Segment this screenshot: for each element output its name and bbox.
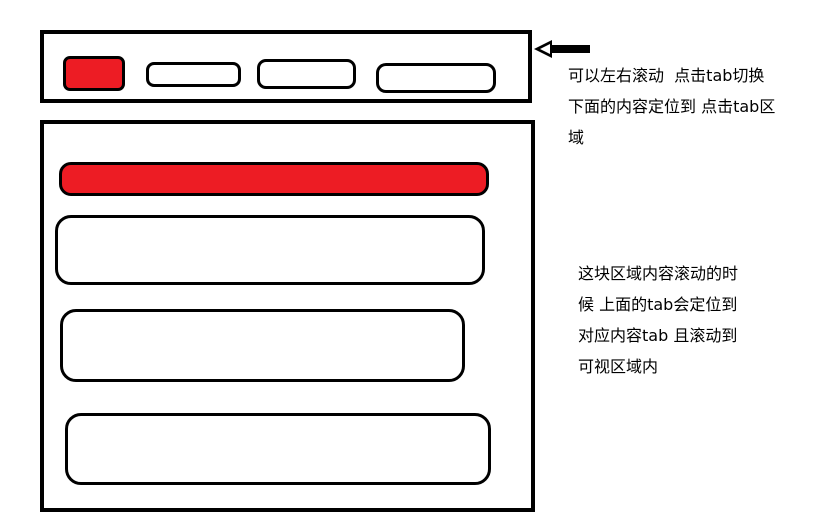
tab-annotation: 可以左右滚动 点击tab切换 下面的内容定位到 点击tab区 域 [568,60,775,153]
tab-bar[interactable] [40,30,532,103]
tab-note-line-3: 域 [568,128,585,147]
content-note-line-1: 这块区域内容滚动的时 [578,264,739,283]
tab-item-4[interactable] [376,63,496,93]
content-area[interactable] [40,120,535,512]
content-item-3[interactable] [60,309,465,382]
content-note-line-3: 对应内容tab 且滚动到 [578,326,738,345]
content-annotation: 这块区域内容滚动的时 候 上面的tab会定位到 对应内容tab 且滚动到 可视区… [578,258,738,382]
content-item-2[interactable] [55,215,485,285]
tab-item-2[interactable] [146,62,241,87]
content-item-1[interactable] [59,162,489,196]
tab-item-1[interactable] [63,56,125,91]
tab-note-line-2: 下面的内容定位到 点击tab区 [568,97,776,116]
content-note-line-4: 可视区域内 [578,357,659,376]
tab-note-line-1: 可以左右滚动 点击tab切换 [568,66,765,85]
tab-item-3[interactable] [257,59,356,89]
arrow-left-icon [534,40,590,58]
content-item-4[interactable] [65,413,491,485]
content-note-line-2: 候 上面的tab会定位到 [578,295,738,314]
